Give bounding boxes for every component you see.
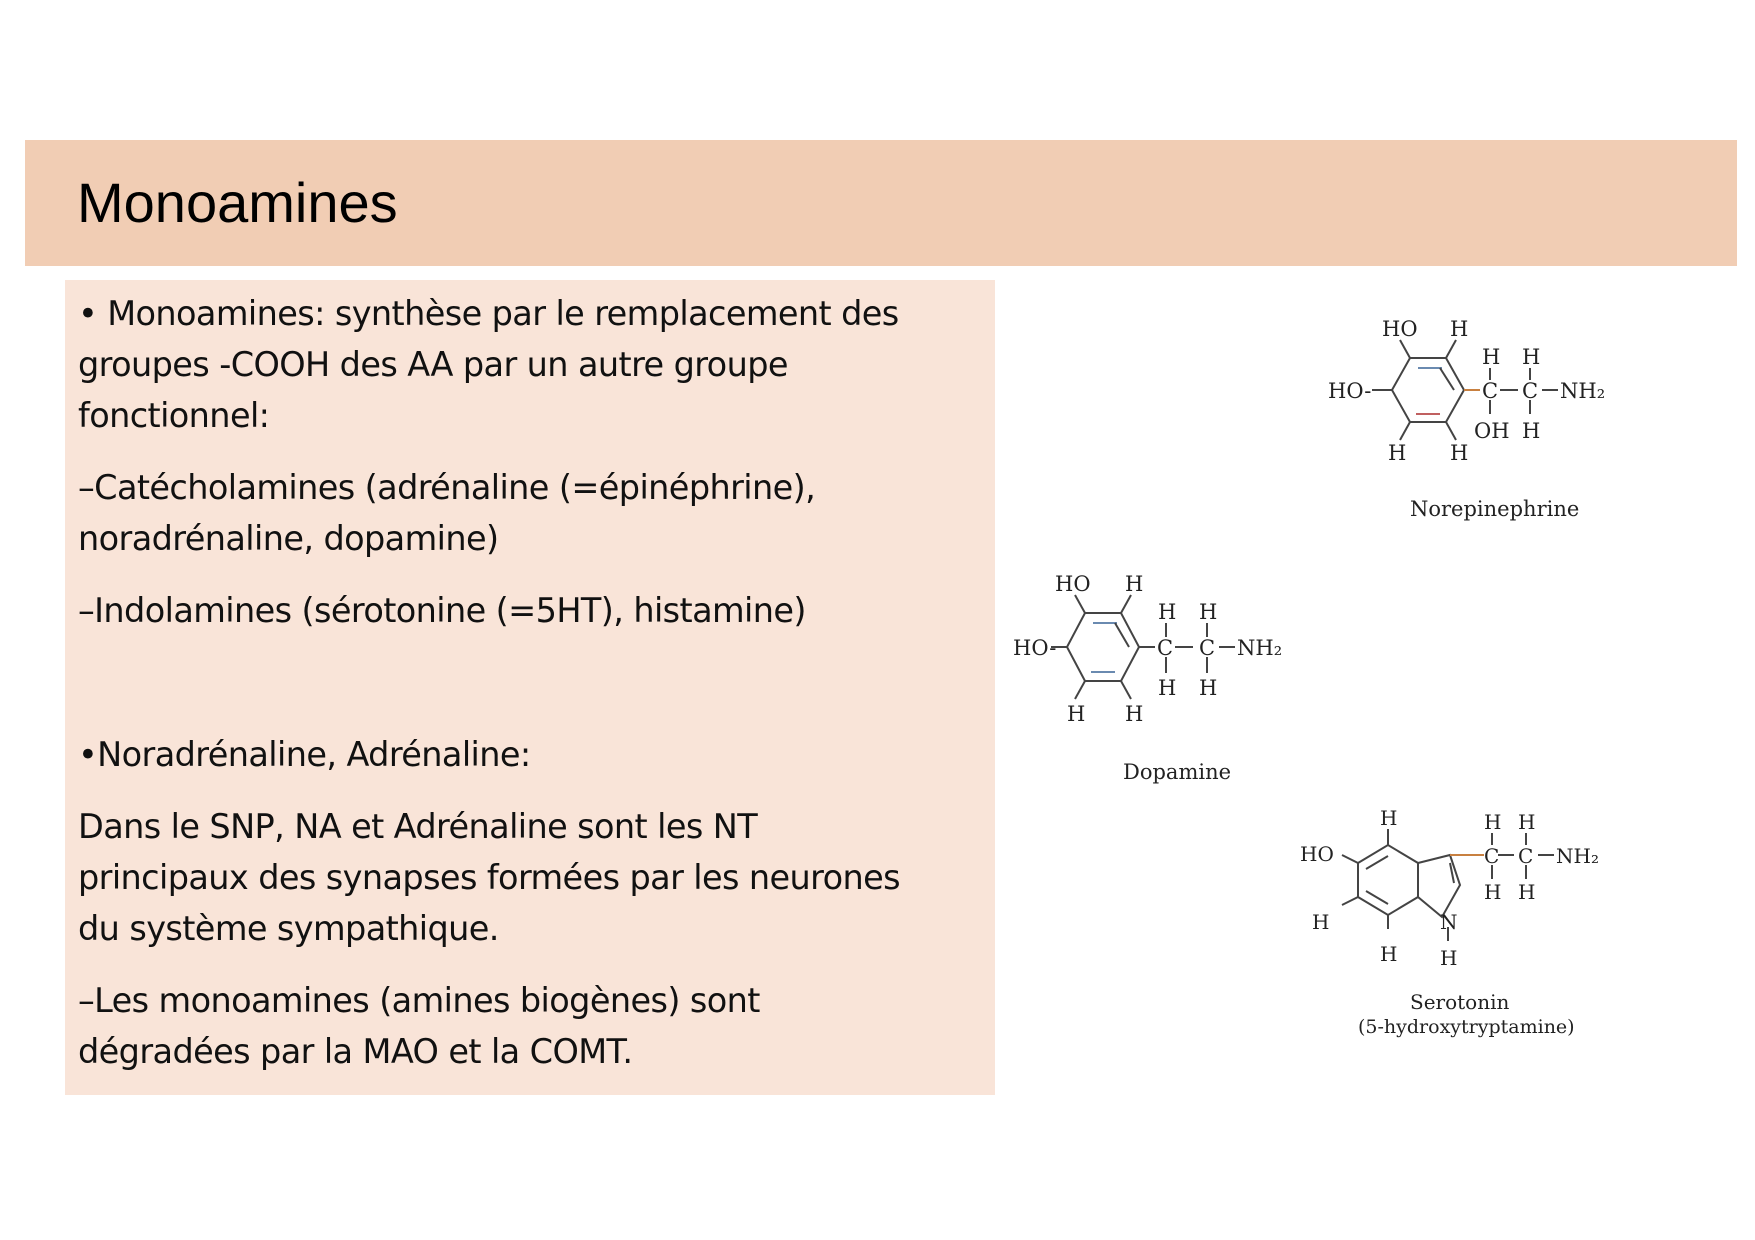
dop-ho-left: HO- bbox=[1013, 636, 1056, 660]
dop-h-bl: H bbox=[1067, 702, 1085, 726]
bullet-line-12: dégradées par la MAO et la COMT. bbox=[78, 1032, 633, 1071]
ser-h4: H bbox=[1518, 880, 1535, 904]
dop-h-top: H bbox=[1125, 572, 1143, 596]
ser-ho: HO bbox=[1300, 842, 1334, 866]
nor-ho-left: HO- bbox=[1328, 379, 1371, 403]
dop-name: Dopamine bbox=[1123, 760, 1231, 784]
bullet-line-2: groupes -COOH des AA par un autre groupe bbox=[78, 345, 788, 384]
ser-h-top: H bbox=[1380, 806, 1397, 830]
nor-h-br: H bbox=[1450, 441, 1468, 465]
ser-c1: C bbox=[1484, 844, 1499, 868]
bullet-line-10: du système sympathique. bbox=[78, 909, 499, 948]
nor-oh: OH bbox=[1474, 419, 1510, 443]
ser-h2: H bbox=[1518, 810, 1535, 834]
dop-h2: H bbox=[1199, 600, 1217, 624]
dop-h3: H bbox=[1158, 676, 1176, 700]
nor-h-bl: H bbox=[1388, 441, 1406, 465]
norepinephrine-svg: HO HO- H H H C C H H OH H NH₂ Norepineph… bbox=[1328, 317, 1605, 521]
dopamine-svg: HO HO- H H H C C H H H H NH₂ Dopamine bbox=[1013, 572, 1282, 784]
ser-nh2: NH₂ bbox=[1556, 844, 1599, 868]
nor-h2: H bbox=[1522, 345, 1540, 369]
bullet-line-7: •Noradrénaline, Adrénaline: bbox=[78, 735, 531, 774]
nor-c2: C bbox=[1522, 379, 1538, 403]
dop-c2: C bbox=[1199, 636, 1215, 660]
ser-nh: H bbox=[1440, 946, 1457, 970]
dop-nh2: NH₂ bbox=[1237, 636, 1282, 660]
ser-h-left: H bbox=[1312, 910, 1329, 934]
title-band: Monoamines bbox=[25, 140, 1737, 266]
nor-h1: H bbox=[1482, 345, 1500, 369]
content-box: • Monoamines: synthèse par le remplaceme… bbox=[65, 280, 995, 1095]
ser-subtitle: (5-hydroxytryptamine) bbox=[1358, 1016, 1575, 1038]
bullet-line-9: principaux des synapses formées par les … bbox=[78, 858, 901, 897]
dopamine-structure: HO HO- H H H C C H H H H NH₂ Dopamine bbox=[1013, 565, 1335, 789]
ser-h-bottom: H bbox=[1380, 942, 1397, 966]
bullet-line-11: –Les monoamines (amines biogènes) sont bbox=[78, 981, 760, 1020]
bullet-line-3: fonctionnel: bbox=[78, 396, 270, 435]
ser-h1: H bbox=[1484, 810, 1501, 834]
ser-name: Serotonin bbox=[1410, 990, 1509, 1014]
dop-c1: C bbox=[1157, 636, 1173, 660]
bullet-line-8: Dans le SNP, NA et Adrénaline sont les N… bbox=[78, 807, 758, 846]
dop-h1: H bbox=[1158, 600, 1176, 624]
bullet-line-4: –Catécholamines (adrénaline (=épinéphrin… bbox=[78, 468, 816, 507]
bullet-line-5: noradrénaline, dopamine) bbox=[78, 519, 499, 558]
bullet-line-1: • Monoamines: synthèse par le remplaceme… bbox=[78, 294, 899, 333]
bullet-line-6: –Indolamines (sérotonine (=5HT), histami… bbox=[78, 591, 806, 630]
ser-n: N bbox=[1440, 910, 1458, 934]
norepinephrine-structure: HO HO- H H H C C H H OH H NH₂ Norepineph… bbox=[1328, 310, 1680, 534]
nor-ho-top: HO bbox=[1382, 317, 1418, 341]
dop-ho-top: HO bbox=[1055, 572, 1091, 596]
dop-h-br: H bbox=[1125, 702, 1143, 726]
nor-name: Norepinephrine bbox=[1410, 497, 1579, 521]
slide-title: Monoamines bbox=[77, 171, 398, 234]
nor-nh2: NH₂ bbox=[1560, 379, 1605, 403]
nor-h3: H bbox=[1522, 419, 1540, 443]
ser-h3: H bbox=[1484, 880, 1501, 904]
dop-h4: H bbox=[1199, 676, 1217, 700]
nor-c1: C bbox=[1482, 379, 1498, 403]
serotonin-svg: HO H H H N H C C H H H H NH₂ Serotonin (… bbox=[1300, 806, 1599, 1038]
serotonin-structure: HO H H H N H C C H H H H NH₂ Serotonin (… bbox=[1300, 805, 1660, 1054]
nor-h-top: H bbox=[1450, 317, 1468, 341]
ser-c2: C bbox=[1518, 844, 1533, 868]
